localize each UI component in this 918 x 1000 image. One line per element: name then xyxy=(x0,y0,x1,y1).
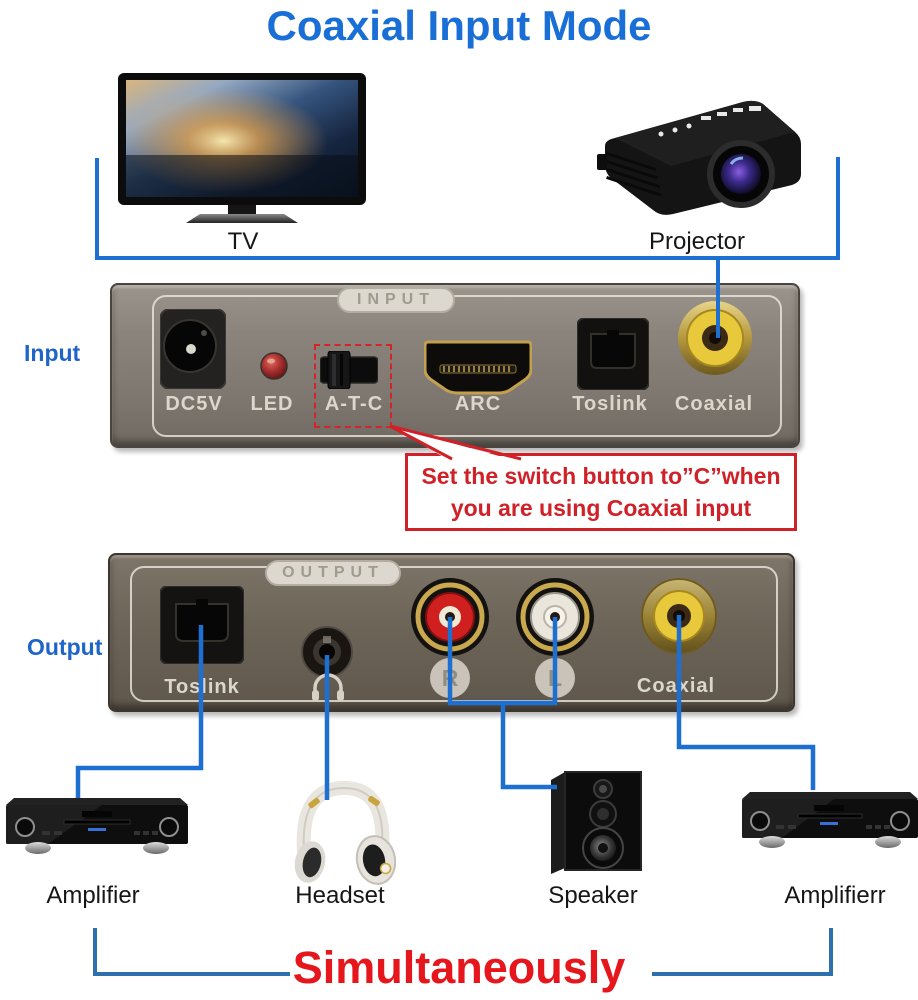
rca-left-badge: L xyxy=(535,658,575,698)
input-coaxial-port xyxy=(677,300,753,376)
output-toslink-label: Toslink xyxy=(164,676,240,698)
input-toslink-label: Toslink xyxy=(572,393,648,415)
output-toslink-port xyxy=(160,586,244,664)
arc-hdmi-port xyxy=(424,340,532,396)
tv-label: TV xyxy=(227,228,259,255)
footer-text: Simultaneously xyxy=(292,942,626,993)
dc5v-label: DC5V xyxy=(165,393,223,415)
switch-callout: Set the switch button to”C”when you are … xyxy=(405,453,797,531)
input-section-label: Input xyxy=(24,340,81,366)
output-coaxial-label: Coaxial xyxy=(636,675,716,697)
atc-label: A-T-C xyxy=(324,393,384,415)
amplifierr-image xyxy=(742,788,918,850)
dc-power-jack xyxy=(160,309,226,389)
input-panel-badge: INPUT xyxy=(337,287,455,313)
page-title: Coaxial Input Mode xyxy=(266,2,652,49)
tv-image xyxy=(118,73,366,231)
headphone-jack-port xyxy=(301,626,353,678)
projector-label: Projector xyxy=(648,228,746,255)
rca-right-badge: R xyxy=(430,658,470,698)
callout-line2: you are using Coaxial input xyxy=(450,495,752,521)
amplifierr-label: Amplifierr xyxy=(784,882,886,909)
input-toslink-port xyxy=(577,318,649,390)
arc-label: ARC xyxy=(454,393,502,415)
callout-line1: Set the switch button to”C”when xyxy=(421,463,781,489)
amplifier-label: Amplifier xyxy=(46,882,140,909)
switch-highlight-box xyxy=(314,344,392,428)
headphone-icon xyxy=(310,672,346,702)
speaker-label: Speaker xyxy=(548,882,638,909)
input-coaxial-label: Coaxial xyxy=(674,393,754,415)
output-coaxial-port xyxy=(640,577,718,655)
projector-image xyxy=(593,82,809,228)
headset-image xyxy=(288,778,396,886)
speaker-image xyxy=(551,770,643,874)
rca-right-port xyxy=(410,577,490,657)
output-section-label: Output xyxy=(27,634,103,660)
atc-switch xyxy=(320,351,378,389)
led-label: LED xyxy=(250,393,294,415)
rca-left-port xyxy=(515,577,595,657)
headset-label: Headset xyxy=(295,882,385,909)
amplifier-image xyxy=(6,794,188,856)
output-panel-badge: OUTPUT xyxy=(265,560,401,586)
led-indicator xyxy=(260,352,288,380)
